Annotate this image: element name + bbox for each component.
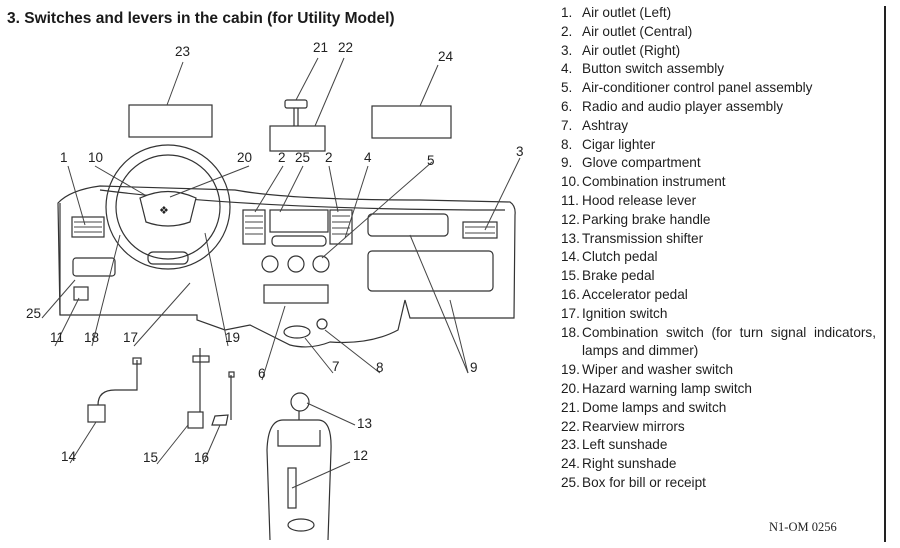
legend-item: 8.Cigar lighter xyxy=(561,136,656,152)
legend-item: 25.Box for bill or receipt xyxy=(561,474,706,490)
bill-box xyxy=(72,257,116,277)
upper-glove-compartment xyxy=(367,213,449,237)
accelerator-pedal xyxy=(211,371,235,426)
callout-12: 12 xyxy=(353,448,368,463)
clutch-pedal xyxy=(87,357,142,423)
center-console xyxy=(266,392,332,541)
button-switch-row xyxy=(271,235,327,247)
legend-item: 13.Transmission shifter xyxy=(561,230,704,246)
legend-item: 22.Rearview mirrors xyxy=(561,418,685,434)
rearview-mirror xyxy=(269,125,326,152)
legend-item: 10.Combination instrument xyxy=(561,174,726,190)
dashboard-outline xyxy=(57,185,516,348)
legend-item: 14.Clutch pedal xyxy=(561,249,658,265)
lower-glove-compartment xyxy=(367,250,494,292)
callout-19: 19 xyxy=(225,330,240,345)
central-air-outlet-right xyxy=(329,209,353,245)
callout-9: 9 xyxy=(470,360,478,375)
legend-item: 17.Ignition switch xyxy=(561,305,668,321)
legend-item: 6.Radio and audio player assembly xyxy=(561,98,784,114)
legend-item: 3.Air outlet (Right) xyxy=(561,42,681,58)
callout-4: 4 xyxy=(364,150,372,165)
legend-item: 23.Left sunshade xyxy=(561,437,668,453)
central-air-outlet-left xyxy=(242,209,266,245)
legend-item: 2.Air outlet (Central) xyxy=(561,23,693,39)
callout-8: 8 xyxy=(376,360,384,375)
callout-20: 20 xyxy=(237,150,252,165)
callout-2-right: 2 xyxy=(325,150,333,165)
callout-13: 13 xyxy=(357,416,372,431)
legend-item: 7.Ashtray xyxy=(561,117,629,133)
dome-lamp xyxy=(284,99,308,109)
callout-2-left: 2 xyxy=(278,150,286,165)
callout-23: 23 xyxy=(175,44,190,59)
callout-5: 5 xyxy=(427,153,435,168)
callout-1: 1 xyxy=(60,150,68,165)
callout-7: 7 xyxy=(332,359,340,374)
legend-item: 21.Dome lamps and switch xyxy=(561,399,727,415)
ac-control-knobs xyxy=(261,255,330,273)
steering-wheel: ❖ xyxy=(105,144,231,270)
brake-pedal xyxy=(187,348,210,429)
callout-17: 17 xyxy=(123,330,138,345)
legend-item: 20.Hazard warning lamp switch xyxy=(561,380,752,396)
callout-3: 3 xyxy=(516,144,524,159)
parts-legend: 1.Air outlet (Left) 2.Air outlet (Centra… xyxy=(561,4,876,493)
right-sunshade xyxy=(371,105,452,139)
left-sunshade xyxy=(128,104,213,138)
callout-11: 11 xyxy=(50,330,64,345)
callout-25-left: 25 xyxy=(26,306,41,321)
legend-item: 16.Accelerator pedal xyxy=(561,286,688,302)
callout-14: 14 xyxy=(61,449,77,464)
section-title: 3. Switches and levers in the cabin (for… xyxy=(7,10,395,27)
legend-item: 11.Hood release lever xyxy=(561,192,697,208)
legend-item: 5.Air-conditioner control panel assembly xyxy=(561,80,813,96)
left-air-outlet xyxy=(71,216,105,238)
hood-release xyxy=(73,286,89,301)
legend-item: 1.Air outlet (Left) xyxy=(561,5,672,20)
right-air-outlet xyxy=(462,221,498,239)
legend-item: 18.Combination switch (for turn signal i… xyxy=(561,324,876,359)
combination-display xyxy=(269,209,329,233)
callout-25-center: 25 xyxy=(295,150,310,165)
callout-22: 22 xyxy=(338,40,353,55)
page-border-line xyxy=(884,6,886,542)
callout-6: 6 xyxy=(258,366,266,381)
legend-item: 4.Button switch assembly xyxy=(561,61,725,77)
callout-21: 21 xyxy=(313,40,328,55)
radio-unit xyxy=(263,284,329,304)
cabin-diagram: ❖ xyxy=(26,40,524,541)
callout-10: 10 xyxy=(88,150,103,165)
legend-item: 12.Parking brake handle xyxy=(561,211,711,227)
legend-item: 24.Right sunshade xyxy=(561,456,677,472)
leader-lines xyxy=(41,57,521,489)
cigar-lighter xyxy=(316,318,328,330)
legend-item: 9.Glove compartment xyxy=(561,155,701,171)
legend-item: 19.Wiper and washer switch xyxy=(561,362,734,378)
callout-18: 18 xyxy=(84,330,99,345)
svg-text:❖: ❖ xyxy=(159,205,169,217)
figure-code: N1-OM 0256 xyxy=(769,520,837,534)
ashtray xyxy=(283,325,311,339)
callout-15: 15 xyxy=(143,450,158,465)
callout-24: 24 xyxy=(438,49,454,64)
callout-16: 16 xyxy=(194,450,209,465)
legend-item: 15.Brake pedal xyxy=(561,268,655,284)
